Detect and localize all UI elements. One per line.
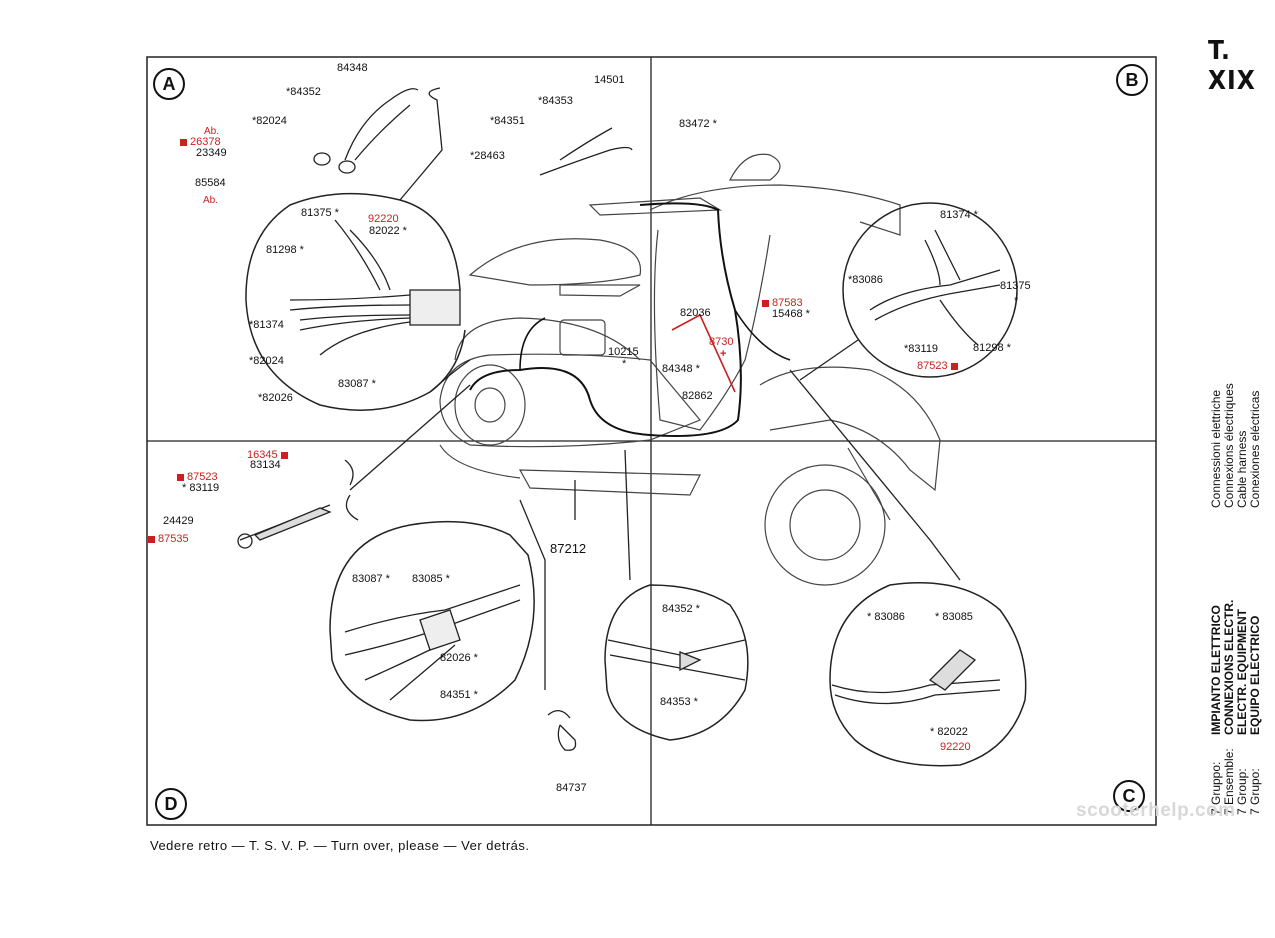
circle-c-small [604,584,749,741]
group-title: EQUIPO ELECTRICO [1248,615,1262,735]
subtitle-line: Conexiones eléctricas [1248,390,1262,508]
part-label: *84351 [490,115,525,127]
group-key: 7 Grupo: [1248,768,1262,815]
part-label: 83087 * [338,378,376,390]
part-label-red: + [720,348,727,360]
part-label-red: 87535 [148,534,189,545]
part-label-red: Ab. [204,126,220,137]
part-label: 83085 * [412,573,450,585]
part-number: 16345 [247,449,278,461]
part-label: *82026 [258,392,293,404]
marker-square [177,473,184,481]
part-label: 15468 * [772,308,810,320]
main-harness [469,202,742,437]
part-label: 81375 [1000,280,1031,292]
group-titles: IMPIANTO ELETTRICO CONNEXIONS ELECTR. EL… [1209,600,1262,735]
part-label-red: 87523 [177,472,218,483]
part-label: *84353 [538,95,573,107]
part-label-red: Ab. [203,195,219,206]
part-label-red: 92220 [940,741,971,753]
part-label: 10215 [608,346,639,358]
part-label: 23349 [196,147,227,159]
part-number: 87523 [917,360,948,372]
scooter-illustration [439,153,941,586]
marker-square [950,362,958,370]
part-label: 84352 * [662,603,700,615]
part-label: 83134 [250,459,281,471]
part-label: * [1014,295,1019,307]
part-label: * 83119 [182,482,220,494]
part-label: *28463 [470,150,505,162]
part-label: 81298 * [973,342,1011,354]
part-label: 84353 * [660,696,698,708]
part-label: *81374 [249,319,284,331]
part-label: 82862 [682,390,713,402]
part-label: 85584 [195,177,226,189]
part-number: 87583 [772,297,803,309]
part-label: *84352 [286,86,321,98]
part-label: 81375 * [301,207,339,219]
part-label: 87212 [550,541,587,556]
marker-square [180,138,187,146]
part-label: 82036 [680,307,711,319]
part-number: 26378 [190,136,221,148]
part-label: * 82022 [930,726,968,738]
quadrant-d-marker: D [155,788,187,820]
part-label-red: 87523 [917,361,961,372]
part-label: *82024 [249,355,284,367]
marker-square [762,299,769,307]
part-label: 84348 [337,62,368,74]
marker-square [280,451,288,459]
part-label-red: 8730 [709,336,734,348]
part-label: 82022 * [369,225,407,237]
part-label: * 83086 [867,611,905,623]
quadrant-c-marker: C [1113,780,1145,812]
part-label: 83087 * [352,573,390,585]
part-label: *82024 [252,115,287,127]
part-label: 84351 * [440,689,478,701]
part-label: 82026 * [440,652,478,664]
part-label-red: 87583 [762,298,803,309]
part-number: 87535 [158,533,189,545]
circle-c-big [829,582,1027,767]
part-label: *83119 [904,343,939,355]
circle-b [842,202,1018,378]
part-label: * 83085 [935,611,973,623]
part-label: 84737 [556,782,587,794]
footer-note: Vedere retro — T. S. V. P. — Turn over, … [150,838,530,853]
part-label: 24429 [163,515,194,527]
part-label: 14501 [594,74,625,86]
part-number: 87523 [187,471,218,483]
watermark: scooterhelp.com [1076,800,1236,821]
part-label-red: 92220 [368,213,399,225]
part-label: * [622,358,627,370]
part-label: 81374 * [940,209,978,221]
subtitle-block: Connessioni elettriche Connexions électr… [1209,383,1262,508]
part-label: 83472 * [679,118,717,130]
part-label: 84348 * [662,363,700,375]
plate-id: T. XIX [1208,36,1256,96]
marker-square [148,535,155,543]
circle-d-big [329,520,535,722]
part-label-red: 16345 [247,450,291,461]
part-label: *83086 [848,274,883,286]
part-label-red: 26378 [180,137,221,148]
part-label: 81298 * [266,244,304,256]
quadrant-b-marker: B [1116,64,1148,96]
quadrant-a-marker: A [153,68,185,100]
